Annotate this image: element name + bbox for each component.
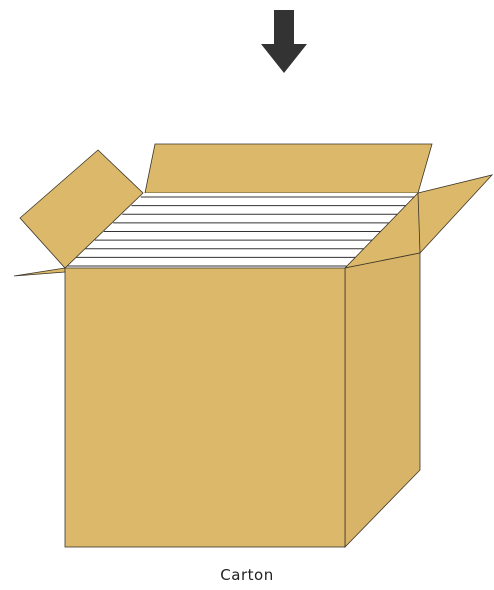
box-back-flap bbox=[145, 144, 432, 193]
carton-caption: Carton bbox=[0, 566, 494, 584]
down-arrow-icon bbox=[261, 10, 307, 73]
box-side-face bbox=[345, 253, 420, 547]
box-front-face bbox=[65, 268, 345, 547]
box-front-flap bbox=[14, 268, 65, 276]
